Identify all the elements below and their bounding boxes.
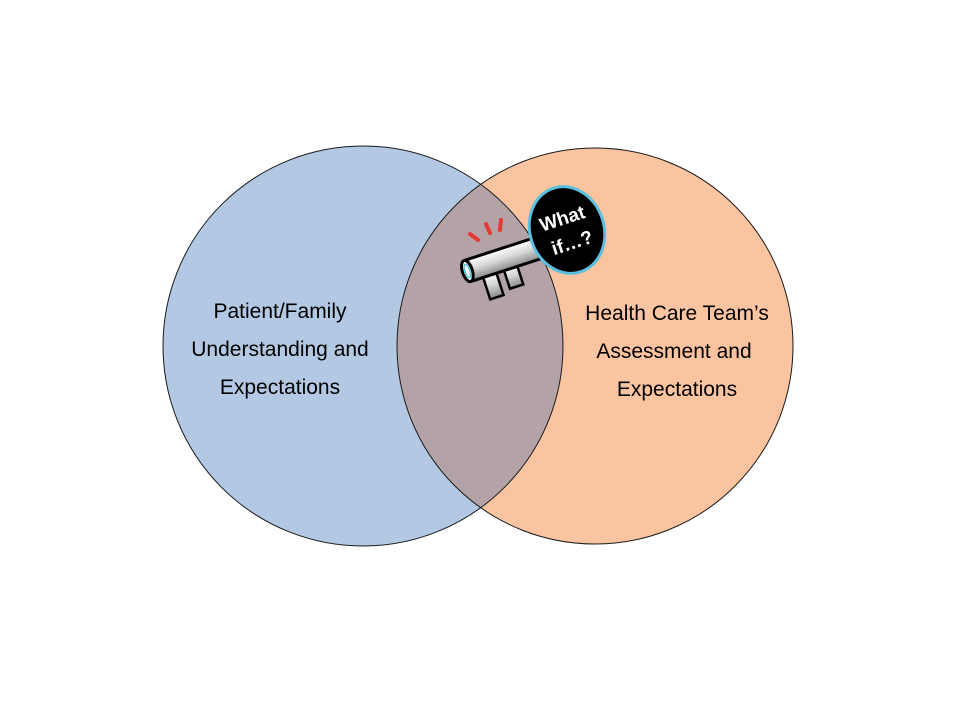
right-circle-outline <box>396 147 794 545</box>
left-label-line-2: Understanding and <box>191 338 368 361</box>
what-if-tag: What if…? <box>527 185 607 275</box>
left-circle-label: Patient/Family Understanding and Expecta… <box>191 300 368 399</box>
right-circle-label: Health Care Team’s Assessment and Expect… <box>585 302 769 401</box>
key-accent-lines <box>468 218 503 242</box>
left-label-line-1: Patient/Family <box>213 300 347 323</box>
overlap-region <box>397 148 563 544</box>
left-circle-outline <box>162 145 564 547</box>
right-label-line-1: Health Care Team’s <box>585 302 769 325</box>
right-label-line-2: Assessment and <box>596 340 751 363</box>
left-label-line-3: Expectations <box>220 376 340 399</box>
key-icon: What if…? <box>460 185 607 301</box>
right-label-line-3: Expectations <box>617 378 737 401</box>
